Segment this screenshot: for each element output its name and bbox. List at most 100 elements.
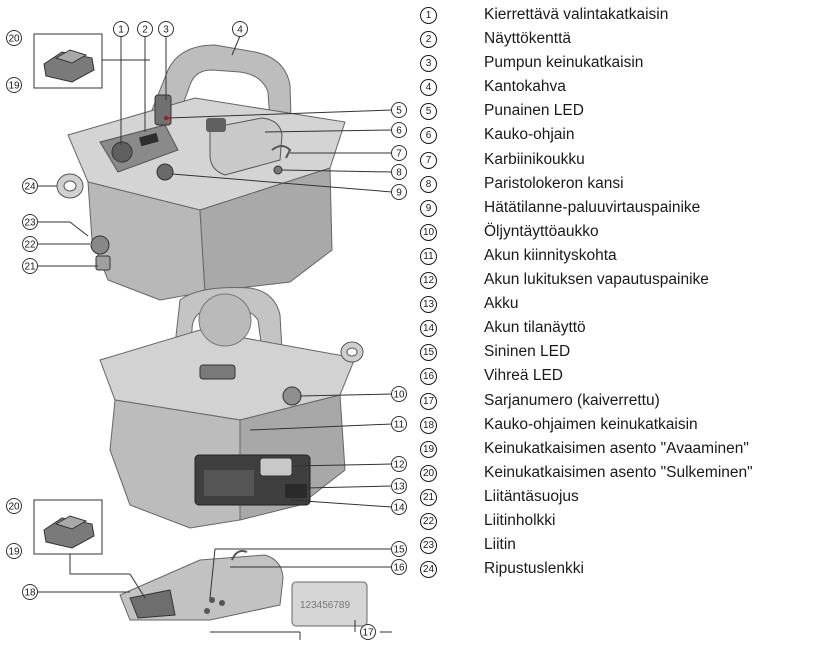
svg-text:16: 16 [393, 563, 405, 574]
svg-text:7: 7 [396, 149, 402, 160]
callout-21: 21 [23, 259, 38, 274]
legend-number: 13 [420, 296, 437, 313]
callout-15: 15 [392, 542, 407, 557]
callout-11: 11 [392, 417, 407, 432]
legend-number: 24 [420, 561, 437, 578]
callout-4: 4 [233, 22, 248, 37]
legend-item: 4 Kantokahva [420, 75, 820, 99]
legend-number: 17 [420, 393, 437, 410]
callout-2: 2 [138, 22, 153, 37]
legend-number: 22 [420, 513, 437, 530]
callout-3: 3 [159, 22, 174, 37]
legend-text: Liitin [484, 533, 516, 557]
legend-item: 19 Keinukatkaisimen asento "Avaaminen" [420, 437, 820, 461]
legend-number: 19 [420, 441, 437, 458]
serial-number: 123456789 [300, 600, 350, 611]
svg-text:12: 12 [393, 460, 405, 471]
callout-6: 6 [392, 123, 407, 138]
svg-text:6: 6 [396, 126, 402, 137]
legend-text: Sarjanumero (kaiverrettu) [484, 389, 660, 413]
legend-number: 3 [420, 55, 437, 72]
legend-number: 7 [420, 152, 437, 169]
svg-text:15: 15 [393, 545, 405, 556]
svg-text:13: 13 [393, 482, 405, 493]
legend-text: Punainen LED [484, 99, 584, 123]
legend-text: Kauko-ohjaimen keinukatkaisin [484, 413, 698, 437]
legend-text: Akku [484, 292, 518, 316]
legend-number: 4 [420, 79, 437, 96]
pump-unit-middle [100, 288, 363, 529]
legend-number: 6 [420, 127, 437, 144]
svg-text:20: 20 [8, 502, 20, 513]
legend-number: 12 [420, 272, 437, 289]
callout-24: 24 [23, 179, 38, 194]
svg-text:2: 2 [142, 25, 148, 36]
legend-item: 21 Liitäntäsuojus [420, 485, 820, 509]
legend-text: Paristolokeron kansi [484, 172, 624, 196]
legend-number: 1 [420, 7, 437, 24]
legend-item: 14 Akun tilanäyttö [420, 316, 820, 340]
legend-text: Ripustuslenkki [484, 557, 584, 581]
svg-text:19: 19 [8, 81, 20, 92]
legend-text: Keinukatkaisimen asento "Avaaminen" [484, 437, 749, 461]
legend-item: 12 Akun lukituksen vapautuspainike [420, 268, 820, 292]
legend-text: Akun tilanäyttö [484, 316, 586, 340]
legend-item: 3 Pumpun keinukatkaisin [420, 51, 820, 75]
svg-text:17: 17 [362, 628, 374, 639]
svg-text:20: 20 [8, 34, 20, 45]
legend-text: Kantokahva [484, 75, 566, 99]
legend-item: 7 Karbiinikoukku [420, 148, 820, 172]
product-illustration: 123456789 1 2 3 4 5 6 7 8 9 20 19 24 23 … [0, 0, 410, 645]
legend-text: Akun lukituksen vapautuspainike [484, 268, 709, 292]
legend-item: 18 Kauko-ohjaimen keinukatkaisin [420, 413, 820, 437]
legend-item: 20Keinukatkaisimen asento "Sulkeminen" [420, 461, 820, 485]
legend-item: 24 Ripustuslenkki [420, 557, 820, 581]
svg-text:9: 9 [396, 188, 402, 199]
parts-legend: 1Kierrettävä valintakatkaisin 2Näyttöken… [420, 3, 820, 581]
callout-5: 5 [392, 103, 407, 118]
svg-text:24: 24 [24, 182, 36, 193]
callout-1: 1 [114, 22, 129, 37]
legend-text: Liitinholkki [484, 509, 556, 533]
legend-text: Akun kiinnityskohta [484, 244, 617, 268]
callout-12: 12 [392, 457, 407, 472]
callout-19-top: 19 [7, 78, 22, 93]
callout-20-top: 20 [7, 31, 22, 46]
legend-number: 14 [420, 320, 437, 337]
legend-text: Vihreä LED [484, 364, 563, 388]
callout-19-bottom: 19 [7, 544, 22, 559]
legend-text: Karbiinikoukku [484, 148, 585, 172]
legend-number: 21 [420, 489, 437, 506]
svg-text:8: 8 [396, 168, 402, 179]
legend-number: 9 [420, 200, 437, 217]
legend-number: 10 [420, 224, 437, 241]
callout-20-bottom: 20 [7, 499, 22, 514]
legend-number: 18 [420, 417, 437, 434]
legend-text: Pumpun keinukatkaisin [484, 51, 643, 75]
legend-item: 5 Punainen LED [420, 99, 820, 123]
svg-text:1: 1 [118, 25, 124, 36]
legend-item: 8Paristolokeron kansi [420, 172, 820, 196]
svg-text:23: 23 [24, 218, 36, 229]
legend-text: Näyttökenttä [484, 27, 571, 51]
legend-item: 10 Öljyntäyttöaukko [420, 220, 820, 244]
legend-number: 5 [420, 103, 437, 120]
callout-13: 13 [392, 479, 407, 494]
legend-text: Sininen LED [484, 340, 570, 364]
svg-text:18: 18 [24, 588, 36, 599]
callout-9: 9 [392, 185, 407, 200]
callout-8: 8 [392, 165, 407, 180]
legend-item: 13 Akku [420, 292, 820, 316]
svg-text:11: 11 [394, 420, 405, 431]
svg-text:22: 22 [24, 240, 36, 251]
legend-text: Liitäntäsuojus [484, 485, 579, 509]
svg-text:19: 19 [8, 547, 20, 558]
legend-text: Öljyntäyttöaukko [484, 220, 599, 244]
